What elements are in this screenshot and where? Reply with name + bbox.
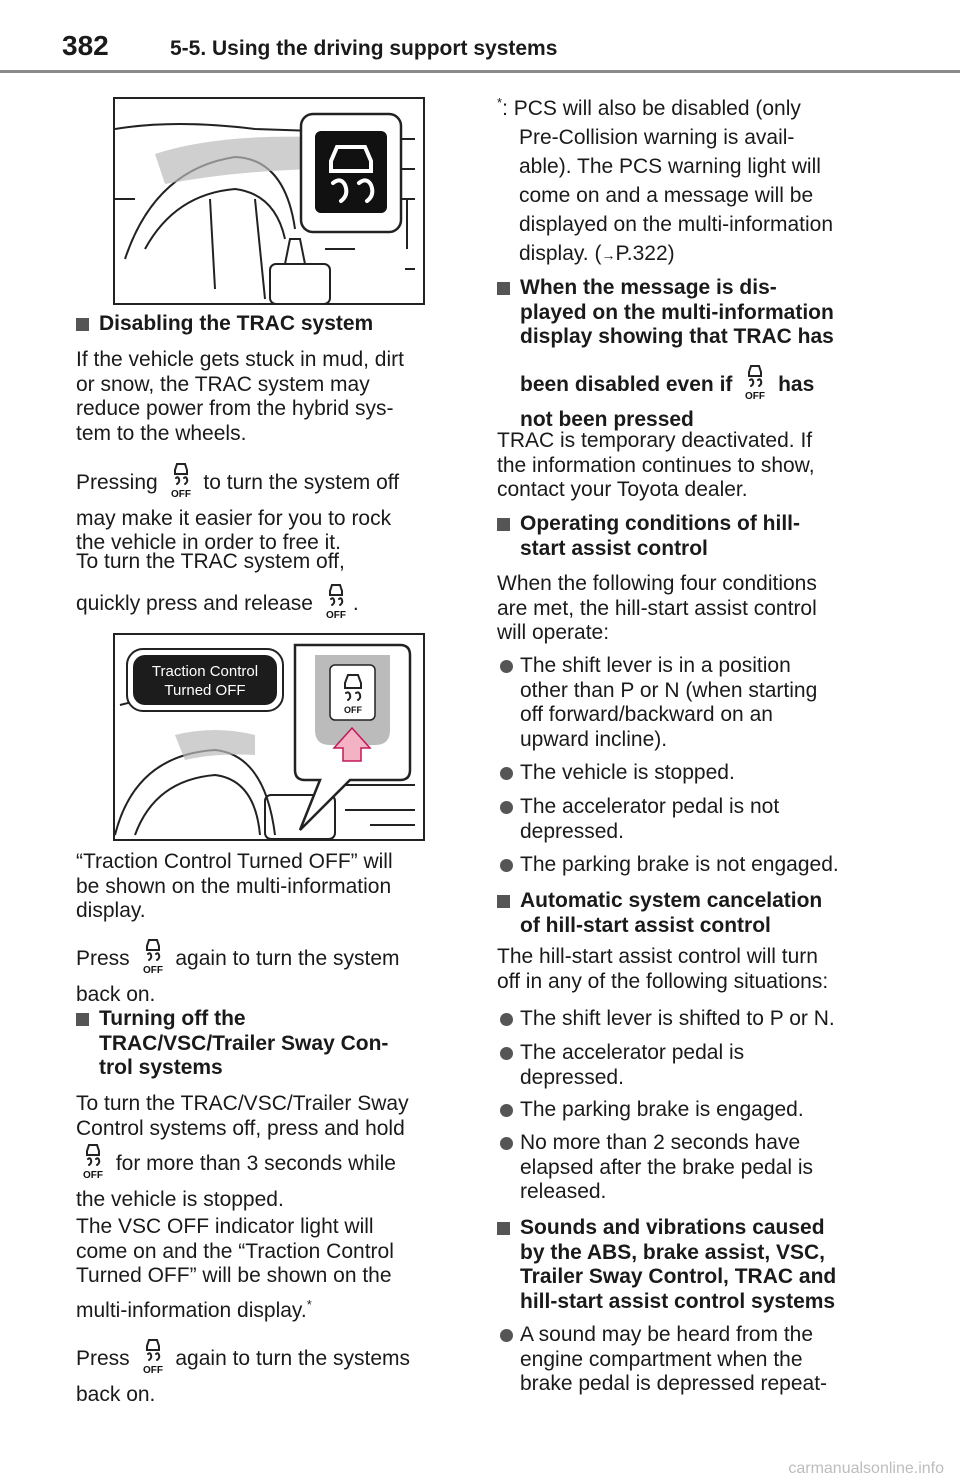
bullet-parking-not: The parking brake is not engaged. xyxy=(520,853,839,876)
footnote-pcs: *: PCS will also be disabled (only Pre-C… xyxy=(497,95,833,265)
bullet xyxy=(500,1137,513,1150)
heading-disabling-trac: Disabling the TRAC system xyxy=(99,312,374,335)
bullet xyxy=(500,660,513,673)
heading-message-displayed: When the message is dis-played on the mu… xyxy=(520,276,834,431)
bullet-vehicle-stopped: The vehicle is stopped. xyxy=(520,761,735,784)
figure-traction-off: Traction Control Turned OFF OFF xyxy=(113,633,425,841)
para-press-again: Press OFF again to turn the system back … xyxy=(76,936,466,1007)
page-number: 382 xyxy=(62,30,109,61)
trac-off-icon: OFF xyxy=(76,1141,110,1188)
heading-marker xyxy=(497,518,510,531)
trac-off-icon: OFF xyxy=(319,581,353,628)
trac-off-icon: OFF xyxy=(164,460,198,507)
heading-marker xyxy=(497,1222,510,1235)
svg-text:OFF: OFF xyxy=(83,1170,103,1181)
bullet xyxy=(500,767,513,780)
page-ref-arrow: → xyxy=(601,247,616,263)
svg-text:OFF: OFF xyxy=(745,391,765,402)
heading-marker xyxy=(497,895,510,908)
trac-off-icon: OFF xyxy=(738,362,772,409)
header-rule xyxy=(0,70,960,73)
heading-operating-conditions: Operating conditions of hill-start assis… xyxy=(520,512,800,560)
para-press-again-systems: Press OFF again to turn the systems back… xyxy=(76,1336,466,1407)
footnote-marker: * xyxy=(306,1296,312,1312)
svg-text:OFF: OFF xyxy=(143,1365,163,1376)
bullet xyxy=(500,1104,513,1117)
heading-marker xyxy=(497,282,510,295)
bullet-shifted-p-n: The shift lever is shifted to P or N. xyxy=(520,1007,835,1030)
bullet xyxy=(500,1013,513,1026)
heading-marker xyxy=(76,1013,89,1026)
heading-marker xyxy=(76,318,89,331)
traction-off-illustration: Traction Control Turned OFF OFF xyxy=(115,643,415,839)
bullet xyxy=(500,1329,513,1342)
bullet-parking-engaged: The parking brake is engaged. xyxy=(520,1098,804,1121)
svg-text:OFF: OFF xyxy=(326,610,346,621)
dashboard-illustration xyxy=(115,112,415,303)
callout-line-1: Traction Control xyxy=(152,663,258,680)
bullet xyxy=(500,859,513,872)
button-off-label: OFF xyxy=(344,705,362,715)
bullet xyxy=(500,801,513,814)
section-title: 5-5. Using the driving support systems xyxy=(170,37,558,60)
figure-dashboard-icon xyxy=(113,97,425,305)
para-pressing: Pressing OFF to turn the system off may … xyxy=(76,460,466,556)
bullet xyxy=(500,1047,513,1060)
para-turn-off: To turn the TRAC system off, quickly pre… xyxy=(76,550,466,627)
trac-off-icon: OFF xyxy=(136,1336,170,1383)
watermark: carmanualsonline.info xyxy=(788,1460,944,1477)
svg-text:OFF: OFF xyxy=(143,965,163,976)
callout-line-2: Turned OFF xyxy=(164,682,245,699)
trac-off-icon: OFF xyxy=(136,936,170,983)
svg-text:OFF: OFF xyxy=(171,489,191,500)
